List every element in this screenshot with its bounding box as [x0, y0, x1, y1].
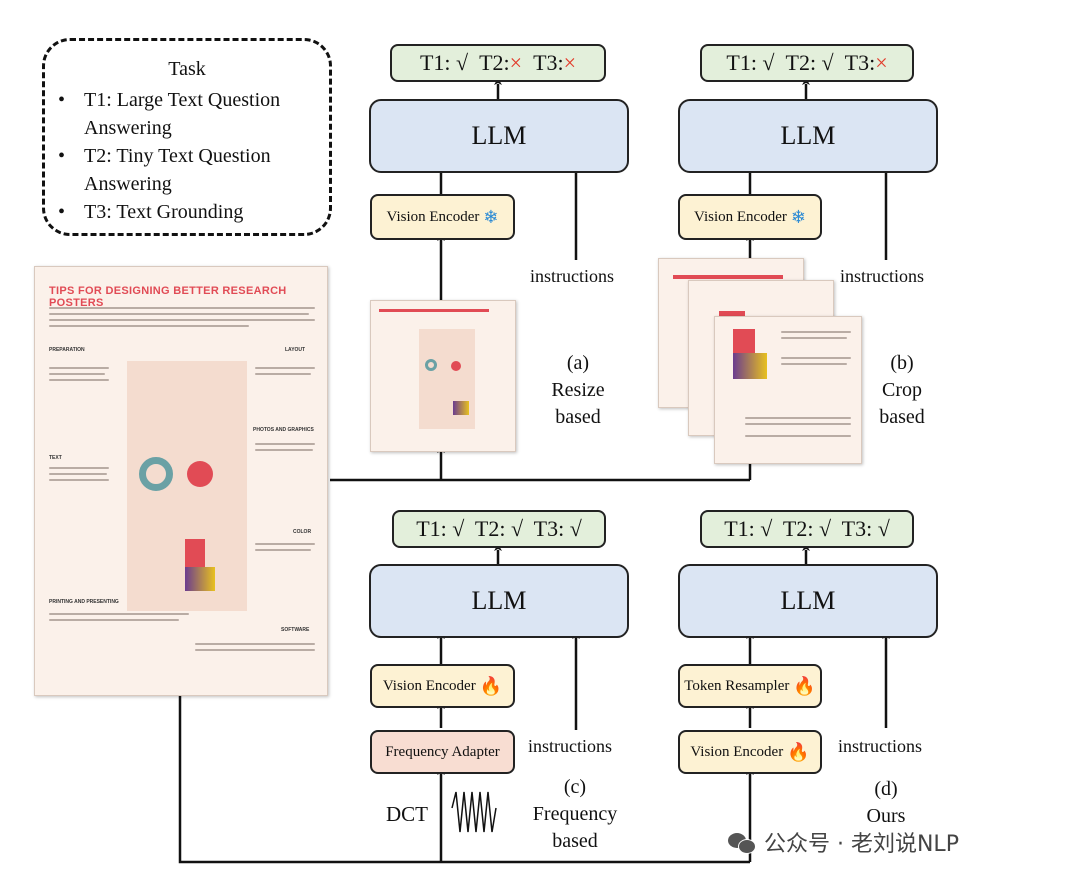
snowflake-icon: ❄ [790, 206, 806, 227]
crop-patch-3 [714, 316, 862, 464]
frequency-adapter: Frequency Adapter [370, 730, 515, 774]
watermark: 公众号 · 老刘说NLP [728, 826, 959, 858]
task-item-t3: •T3: Text Grounding [58, 201, 244, 223]
snowflake-icon: ❄ [483, 206, 499, 227]
poster-title: TIPS FOR DESIGNING BETTER RESEARCH POSTE… [49, 285, 287, 309]
instructions-label-b: instructions [840, 266, 924, 286]
vision-encoder-c: Vision Encoder🔥 [370, 664, 515, 708]
resized-poster-image [370, 300, 516, 452]
caption-b: (b) Crop based [879, 352, 925, 428]
poster-section-software: SOFTWARE [281, 627, 310, 633]
llm-box-c: LLM [369, 564, 629, 638]
caption-c: (c) Frequency based [532, 776, 618, 852]
instructions-label-c: instructions [528, 736, 612, 756]
poster-section-color: COLOR [293, 529, 312, 535]
result-box-a: T1: √ T2:× T3:× [390, 44, 606, 82]
poster-section-photos: PHOTOS AND GRAPHICS [253, 427, 314, 433]
token-resampler: Token Resampler🔥 [678, 664, 822, 708]
wechat-icon [728, 831, 756, 854]
fire-icon: 🔥 [479, 675, 503, 696]
instructions-label-a: instructions [530, 266, 614, 286]
task-item-t1: •T1: Large Text Question Answering [58, 89, 281, 139]
caption-a: (a) Resize based [551, 352, 605, 428]
cross-mark-icon: × [563, 50, 577, 75]
task-item-t2: •T2: Tiny Text Question Answering [58, 145, 271, 195]
poster-section-layout: LAYOUT [285, 347, 306, 353]
cross-mark-icon: × [509, 50, 523, 75]
llm-box-d: LLM [678, 564, 938, 638]
task-box [42, 38, 332, 236]
fire-icon: 🔥 [793, 675, 816, 696]
result-box-c: T1: √ T2: √ T3: √ [392, 510, 606, 548]
llm-box-a: LLM [369, 99, 629, 173]
poster-section-preparation: PREPARATION [49, 347, 85, 353]
poster-section-printing: PRINTING AND PRESENTING [49, 599, 119, 605]
cross-mark-icon: × [875, 50, 888, 75]
vision-encoder-d: Vision Encoder🔥 [678, 730, 822, 774]
fire-icon: 🔥 [787, 741, 810, 762]
research-poster-image: TIPS FOR DESIGNING BETTER RESEARCH POSTE… [34, 266, 328, 696]
caption-d: (d) Ours [866, 778, 906, 827]
task-list: •T1: Large Text Question Answering •T2: … [58, 86, 328, 226]
result-box-b: T1: √ T2: √ T3:× [700, 44, 914, 82]
vision-encoder-a: Vision Encoder❄ [370, 194, 515, 240]
dct-label: DCT [386, 802, 428, 826]
llm-box-b: LLM [678, 99, 938, 173]
vision-encoder-b: Vision Encoder❄ [678, 194, 822, 240]
result-box-d: T1: √ T2: √ T3: √ [700, 510, 914, 548]
task-title: Task [168, 58, 206, 80]
poster-section-text: TEXT [49, 455, 62, 461]
instructions-label-d: instructions [838, 736, 922, 756]
